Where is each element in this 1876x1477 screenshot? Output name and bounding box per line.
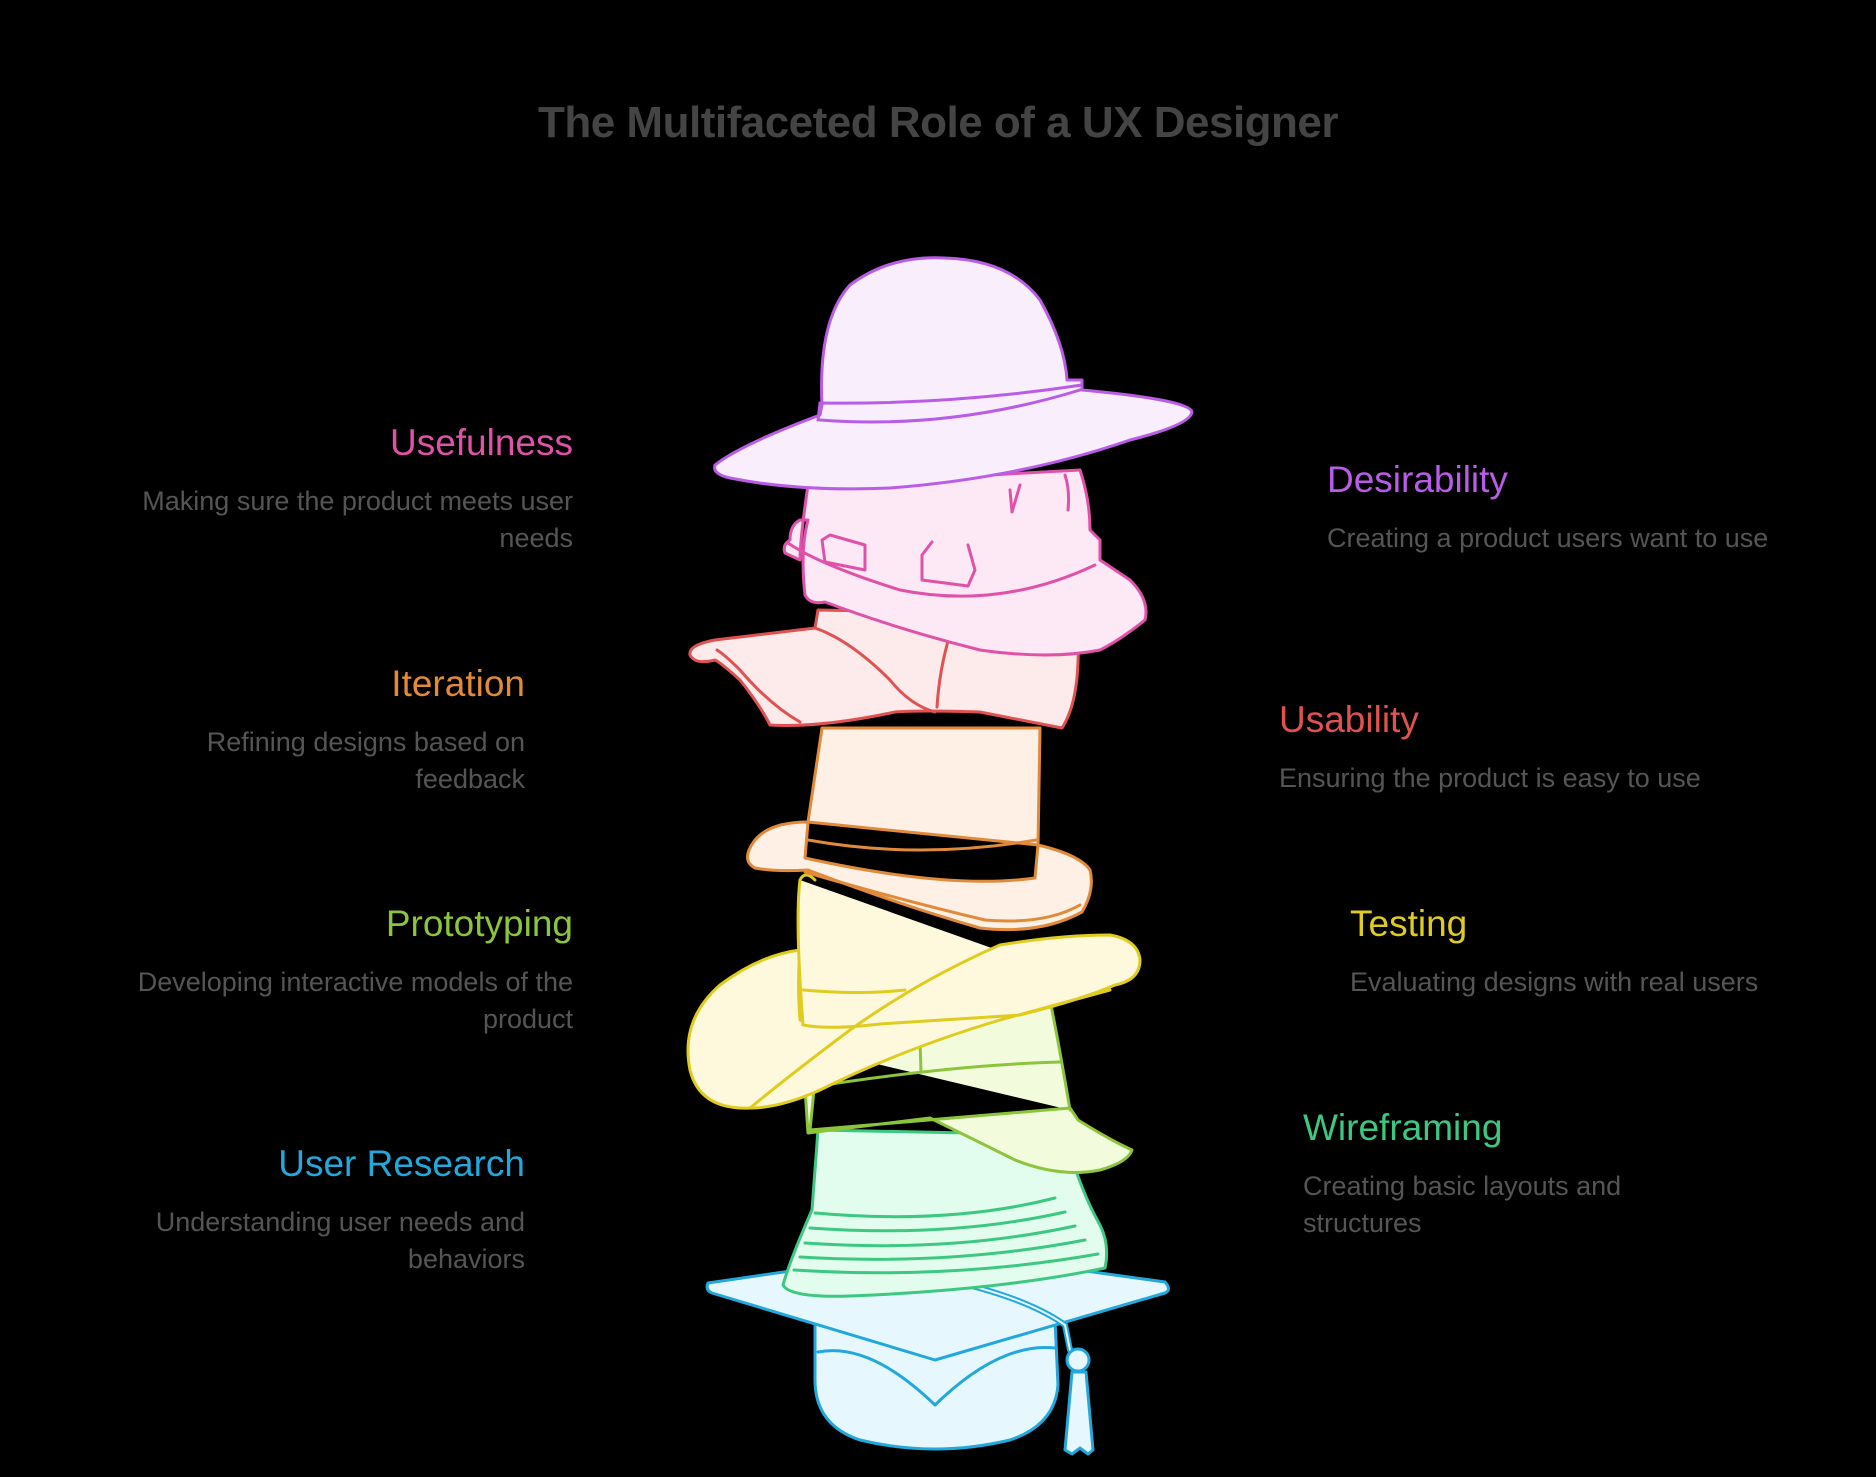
wireframing-label: Wireframing <box>1303 1107 1503 1148</box>
usability-label: Usability <box>1279 699 1419 740</box>
item-desirability: Desirability Creating a product users wa… <box>1327 458 1787 557</box>
cowboy-hat-icon <box>686 873 1142 1110</box>
item-testing: Testing Evaluating designs with real use… <box>1350 902 1870 1001</box>
item-iteration: Iteration Refining designs based on feed… <box>65 662 525 798</box>
testing-label: Testing <box>1350 903 1468 944</box>
item-prototyping: Prototyping Developing interactive model… <box>113 902 573 1038</box>
page-title: The Multifaceted Role of a UX Designer <box>537 98 1339 147</box>
graduation-cap-icon <box>705 1248 1170 1456</box>
desirability-description: Creating a product users want to use <box>1327 523 1769 553</box>
wireframing-description: Creating basic layouts and structures <box>1303 1171 1622 1238</box>
item-wireframing: Wireframing Creating basic layouts and s… <box>1303 1106 1703 1242</box>
desirability-label: Desirability <box>1327 459 1508 500</box>
bucket-hat-icon <box>781 1128 1109 1298</box>
prototyping-description: Developing interactive models of the pro… <box>137 967 573 1034</box>
testing-description: Evaluating designs with real users <box>1350 967 1759 997</box>
usability-description: Ensuring the product is easy to use <box>1279 763 1701 793</box>
item-user-research: User Research Understanding user needs a… <box>65 1142 525 1278</box>
item-usability: Usability Ensuring the product is easy t… <box>1279 698 1799 797</box>
usefulness-label: Usefulness <box>389 422 573 463</box>
hard-hat-icon <box>782 468 1148 657</box>
top-hat-icon <box>746 726 1093 932</box>
usefulness-description: Making sure the product meets user needs <box>142 486 573 553</box>
iteration-description: Refining designs based on feedback <box>206 727 525 794</box>
wide-brim-hat-icon <box>713 256 1194 491</box>
user-research-description: Understanding user needs and behaviors <box>155 1207 525 1274</box>
item-usefulness: Usefulness Making sure the product meets… <box>113 421 573 557</box>
prototyping-label: Prototyping <box>385 903 573 944</box>
user-research-label: User Research <box>278 1143 525 1184</box>
iteration-label: Iteration <box>391 663 525 704</box>
